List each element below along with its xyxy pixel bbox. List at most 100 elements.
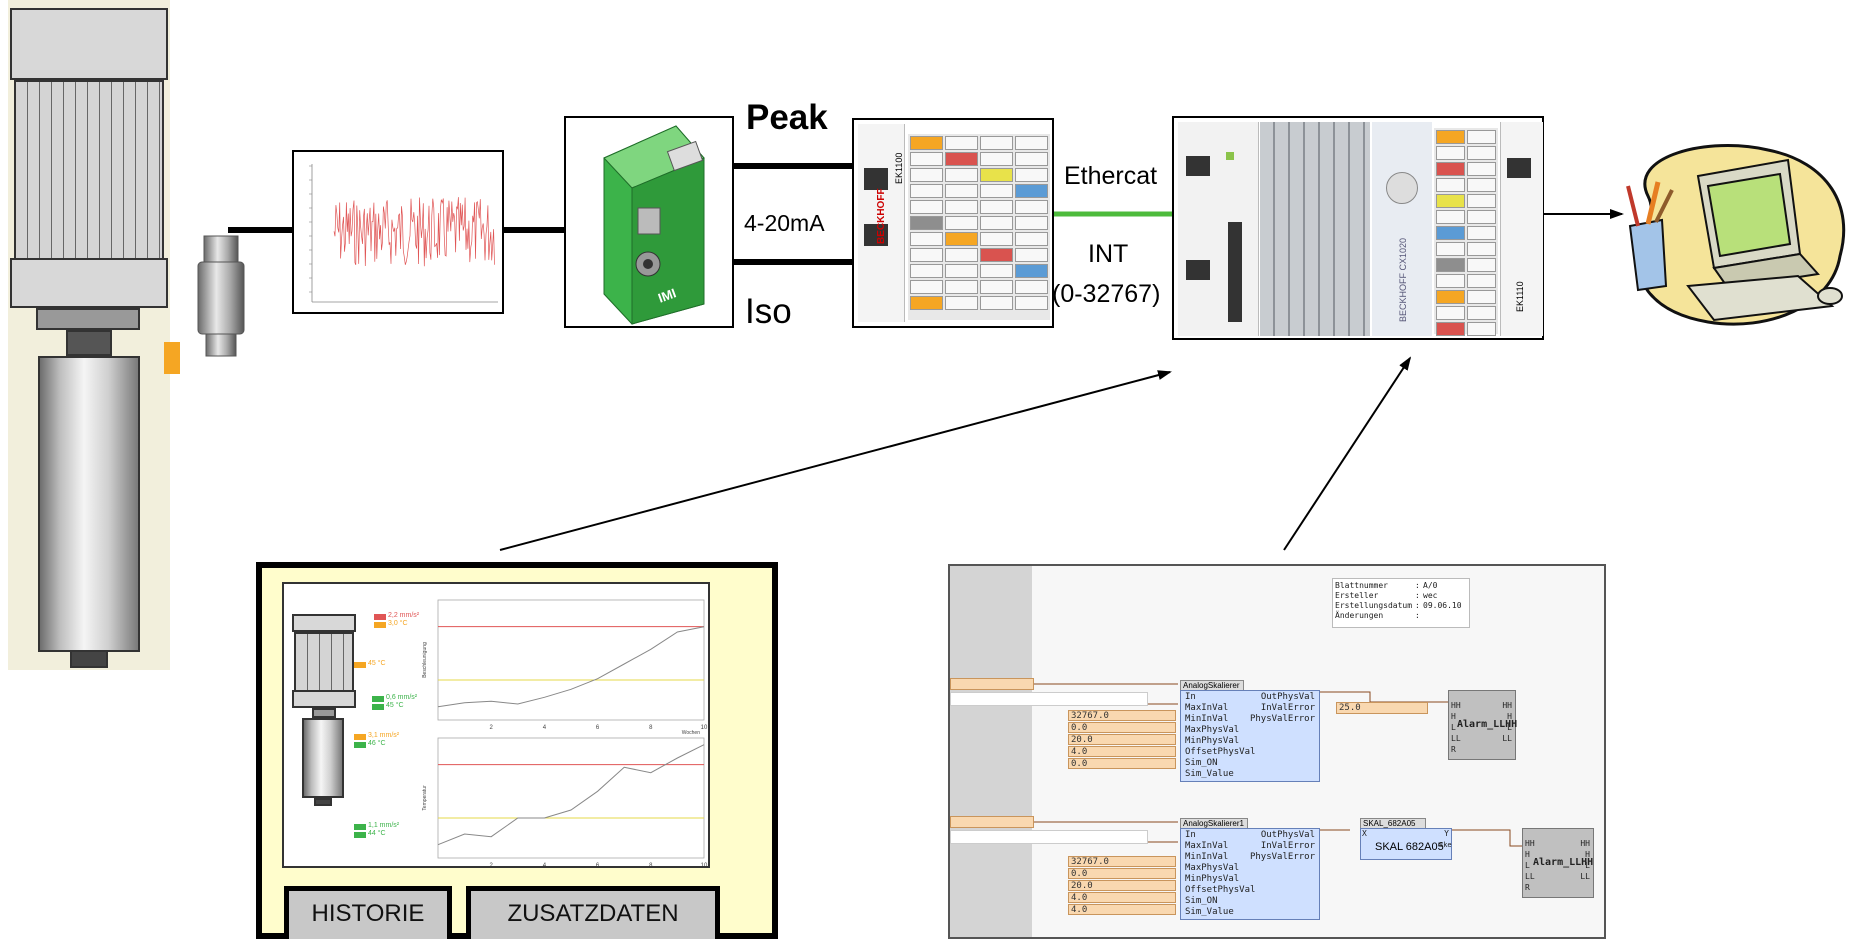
constant-value[interactable]: 32767.0 xyxy=(1068,856,1176,867)
terminal-contact xyxy=(980,232,1013,246)
hmi-motor-bottom xyxy=(314,798,332,806)
skal-block[interactable]: X Y SKAL 682A05 Ske xyxy=(1360,828,1452,860)
block-input-pin: MinInVal xyxy=(1185,714,1229,724)
block-output-pin: PhysValError xyxy=(1249,852,1315,862)
reading-marker xyxy=(354,832,366,838)
terminal-contact xyxy=(980,200,1013,214)
terminal-contact xyxy=(945,248,978,262)
alarm-output-pin: H xyxy=(1507,712,1512,721)
constant-value[interactable]: 4.0 xyxy=(1068,892,1176,903)
motor-cylinder xyxy=(38,356,140,652)
motor-bottom-shaft xyxy=(70,650,108,668)
iso-label: Iso xyxy=(745,292,792,331)
terminal-contact xyxy=(980,280,1013,294)
block-output-pin: InValError xyxy=(1260,703,1315,713)
block-input-pin: Sim_ON xyxy=(1185,758,1218,768)
skal-in-pin: X xyxy=(1362,829,1367,838)
terminal-contact xyxy=(1436,178,1465,192)
constant-value[interactable]: 0.0 xyxy=(1068,722,1176,733)
terminal-contact xyxy=(1436,130,1465,144)
fb-input-field-1[interactable] xyxy=(950,692,1148,706)
reading-value: 44 °C xyxy=(368,830,386,837)
tab-historie[interactable]: HISTORIE xyxy=(284,886,452,939)
sheet-info-key: Erstellungsdatum xyxy=(1335,601,1413,610)
terminal-contact xyxy=(910,280,943,294)
terminal-contact xyxy=(1015,280,1048,294)
reading-value: 3,1 mm/s² xyxy=(368,732,400,739)
constant-value[interactable]: 0.0 xyxy=(1068,758,1176,769)
fb-input-field-2[interactable] xyxy=(950,830,1148,844)
constant-value[interactable]: 4.0 xyxy=(1068,904,1176,915)
x-tick-label: 8 xyxy=(649,863,653,866)
block-output-pin: PhysValError xyxy=(1249,714,1315,724)
block-input-pin: Sim_Value xyxy=(1185,769,1234,779)
terminal-contact xyxy=(980,136,1013,150)
trend-series-line xyxy=(437,744,705,846)
hmi-to-plc-arrow xyxy=(499,370,1172,551)
terminal-contact xyxy=(1436,146,1465,160)
terminal-contact xyxy=(945,216,978,230)
alarm-input-pin: R xyxy=(1451,745,1456,754)
terminal-contact xyxy=(1436,210,1465,224)
terminal-contact xyxy=(910,248,943,262)
constant-value[interactable]: 0.0 xyxy=(1068,868,1176,879)
y-axis-label: Temperatur xyxy=(422,785,428,811)
terminal-contact xyxy=(980,248,1013,262)
alarm-output-pin: L xyxy=(1507,723,1512,732)
motor-flange xyxy=(10,258,168,308)
fb-input-strip-2 xyxy=(950,816,1034,828)
hmi-motor-fins xyxy=(294,632,354,692)
constant-value[interactable]: 20.0 xyxy=(1068,734,1176,745)
skal-out-pin: Y xyxy=(1444,829,1449,838)
alarm-output-pin: HH xyxy=(1580,839,1590,848)
sheet-info-key: Änderungen xyxy=(1335,611,1384,620)
ethernet-port-out xyxy=(864,224,888,246)
ek1110-label: EK1110 xyxy=(1515,281,1525,312)
block-input-pin: Sim_ON xyxy=(1185,896,1218,906)
alarm-input-pin: LL xyxy=(1451,734,1461,743)
cx-cpu-module xyxy=(1178,122,1259,336)
constant-value[interactable]: 4.0 xyxy=(1068,746,1176,757)
terminal-contact xyxy=(1467,226,1496,240)
sensor-mount-marker xyxy=(164,342,180,374)
terminal-contact xyxy=(1015,264,1048,278)
terminal-contact xyxy=(1467,194,1496,208)
ethercat-label: Ethercat xyxy=(1064,162,1158,190)
cx-ethernet-port-2 xyxy=(1186,260,1210,280)
x-tick-label: 4 xyxy=(543,725,547,731)
block-input-pin: MinInVal xyxy=(1185,852,1229,862)
terminal-contact xyxy=(1467,210,1496,224)
constant-value[interactable]: 32767.0 xyxy=(1068,710,1176,721)
accelerometer-sensor xyxy=(196,232,246,362)
sheet-info-colon: : xyxy=(1415,611,1420,620)
hmi-motor-cylinder xyxy=(302,718,344,798)
terminal-contact xyxy=(1436,290,1465,304)
x-tick-label: 2 xyxy=(490,863,494,866)
sheet-info-value: wec xyxy=(1423,591,1438,600)
terminal-contact xyxy=(945,184,978,198)
alarm-input-pin: HH xyxy=(1451,701,1461,710)
alarm-input-pin: HH xyxy=(1525,839,1535,848)
alarm-input-pin: L xyxy=(1451,723,1456,732)
block1-output-value[interactable]: 25.0 xyxy=(1336,702,1428,714)
beckhoff-label-1: BECKHOFF xyxy=(876,188,887,244)
terminal-contact xyxy=(910,168,943,182)
vibration-waveform xyxy=(309,164,498,303)
constant-value[interactable]: 20.0 xyxy=(1068,880,1176,891)
x-tick-label: 10 xyxy=(701,863,708,866)
ek1110-port xyxy=(1507,158,1531,178)
terminal-contact xyxy=(1436,274,1465,288)
tab-zusatzdaten[interactable]: ZUSATZDATEN xyxy=(466,886,720,939)
block-input-pin: MaxInVal xyxy=(1185,841,1229,851)
x-axis-label: Wochen xyxy=(682,730,700,736)
alarm-input-pin: L xyxy=(1525,861,1530,870)
x-tick-label: 10 xyxy=(701,725,708,731)
